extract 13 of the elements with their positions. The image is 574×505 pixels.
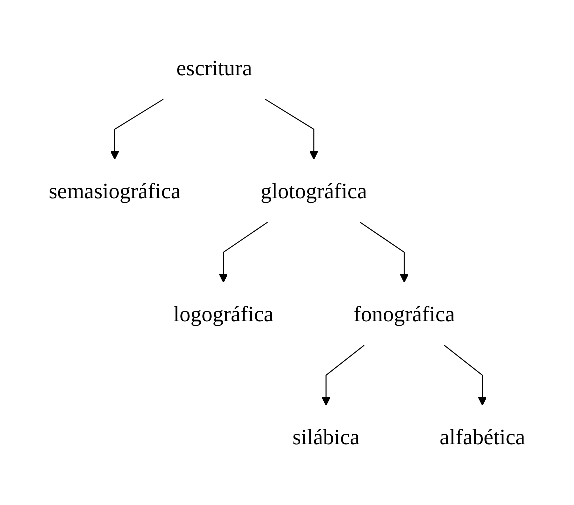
- node-text: alfabética: [440, 424, 526, 450]
- node-text: logográfica: [173, 302, 274, 326]
- arrow: [444, 345, 487, 406]
- node-text: fonográfica: [354, 302, 455, 326]
- arrow: [360, 222, 409, 283]
- node-text: escritura: [176, 56, 252, 81]
- arrow: [264, 99, 318, 160]
- arrow: [110, 99, 164, 160]
- arrow: [322, 345, 365, 406]
- node-text: silábica: [292, 424, 360, 450]
- arrow: [219, 222, 268, 283]
- node-text: semasiográfica: [48, 178, 181, 204]
- node-text: glotográfica: [260, 178, 368, 204]
